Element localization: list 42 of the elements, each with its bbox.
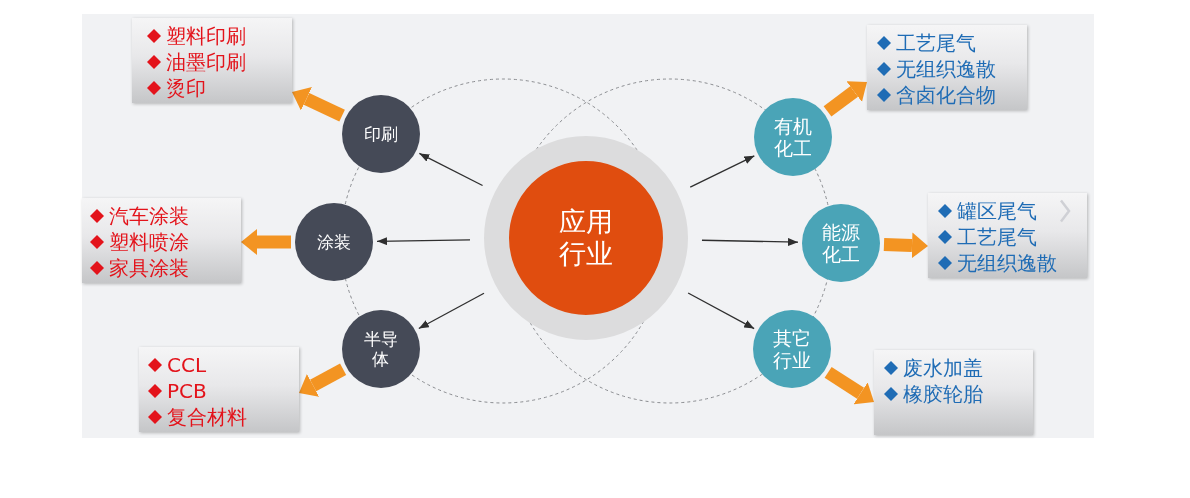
arrow	[418, 292, 485, 330]
list-item: 含卤化合物	[896, 82, 996, 108]
list-item: 烫印	[166, 75, 206, 101]
circle-label: 有机化工	[773, 114, 813, 160]
circle-label: 其它行业	[772, 326, 812, 372]
arrow	[689, 155, 755, 188]
list-item: 复合材料	[167, 404, 247, 430]
arrow	[701, 237, 799, 246]
block-arrow	[824, 366, 874, 405]
list-card	[132, 18, 292, 103]
list-card	[867, 25, 1027, 110]
list-item: 塑料印刷	[166, 23, 246, 49]
circle-label: 半导体	[363, 328, 399, 370]
circle-label: 能源化工	[821, 220, 861, 266]
list-item: 塑料喷涂	[109, 229, 189, 255]
list-item: 罐区尾气	[957, 198, 1037, 224]
list-item: CCL	[167, 352, 207, 378]
list-item: 工艺尾气	[957, 224, 1037, 250]
block-arrow	[883, 232, 928, 259]
list-item: 橡胶轮胎	[903, 381, 983, 407]
list-card	[928, 193, 1087, 278]
arrow	[687, 292, 755, 330]
block-arrow	[292, 87, 345, 122]
block-arrow	[823, 81, 867, 117]
hub-label: 应用行业	[558, 206, 614, 270]
arrow	[418, 152, 484, 187]
list-item: 无组织逸散	[957, 250, 1057, 276]
circle-label: 印刷	[363, 123, 399, 144]
list-item: 汽车涂装	[109, 203, 189, 229]
circle-label: 涂装	[316, 231, 352, 252]
list-card	[139, 347, 299, 432]
block-arrow	[299, 363, 347, 397]
arrow	[376, 237, 471, 246]
list-item: 油墨印刷	[166, 49, 246, 75]
list-item: 废水加盖	[903, 355, 983, 381]
list-card	[82, 198, 241, 283]
list-card	[874, 350, 1033, 435]
list-item: 工艺尾气	[896, 30, 976, 56]
list-item: PCB	[167, 378, 207, 404]
list-item: 无组织逸散	[896, 56, 996, 82]
list-item: 家具涂装	[109, 255, 189, 281]
block-arrow	[241, 229, 291, 255]
